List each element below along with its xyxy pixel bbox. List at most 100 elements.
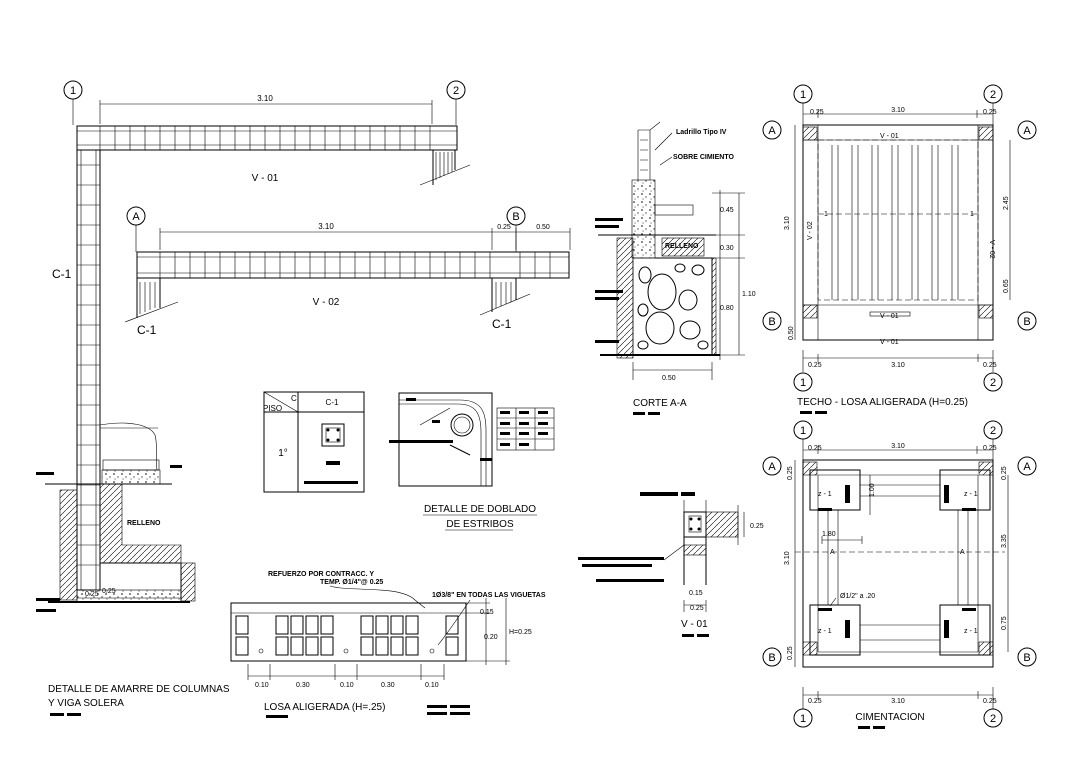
footing-label: z - 1 xyxy=(818,491,832,498)
grid-label: 2 xyxy=(990,713,996,725)
section-mark: A xyxy=(830,549,835,556)
grid-label: B xyxy=(1023,316,1030,328)
section-mark: 1 xyxy=(824,211,828,218)
section-mark: A xyxy=(960,549,965,556)
roof-outline xyxy=(802,124,994,341)
grid-bubble-A-elev: A xyxy=(126,206,146,252)
dim-label: 0.10 xyxy=(255,682,269,689)
dim-label: 0.25 xyxy=(85,591,99,598)
grid-label: B xyxy=(512,211,519,223)
grid-bubble-2-roof: 2 xyxy=(983,84,1003,104)
slab-note-1: REFUERZO POR CONTRACC. Y xyxy=(268,571,374,578)
dim-label: 0.25 xyxy=(690,605,704,612)
beam-v02 xyxy=(136,251,570,279)
dim-label: 0.25 xyxy=(983,362,997,369)
dim-label: 3.10 xyxy=(318,222,334,231)
dim-label: 2.45 xyxy=(1003,196,1010,210)
footing-z1-top-right: z - 1 xyxy=(939,469,991,511)
foundation-plan-title: CIMENTACION xyxy=(855,712,924,723)
grid-bubble-1-roof-bottom: 1 xyxy=(793,372,813,392)
grid-label: 1 xyxy=(800,425,806,437)
grid-bubble-2-fdn: 2 xyxy=(983,420,1003,440)
dim-label: 3.10 xyxy=(891,362,905,369)
dim-label: 3.35 xyxy=(1001,534,1008,548)
beam-v02-label: V - 02 xyxy=(313,297,340,308)
dim-label: 0.75 xyxy=(1001,616,1008,630)
beam-section-title: V - 01 xyxy=(681,619,708,630)
grid-bubble-B-fdn-left: B xyxy=(762,647,782,667)
beam-column-elevation: 1 2 3.10 V - 01 C-1 xyxy=(36,80,571,716)
dim-label: 0.50 xyxy=(662,375,676,382)
dim-label: 0.30 xyxy=(720,245,734,252)
elevation-title-1: DETALLE DE AMARRE DE COLUMNAS xyxy=(48,684,230,695)
grid-bubble-2-fdn-bottom: 2 xyxy=(983,708,1003,728)
dim-label: 0.25 xyxy=(1001,466,1008,480)
roof-beam-label: V - 01 xyxy=(880,133,899,140)
column-schedule-table: C PISO C-1 1° xyxy=(263,391,365,493)
earth-right xyxy=(99,483,182,564)
dim-label: 0.25 xyxy=(983,445,997,452)
grid-label: 1 xyxy=(70,85,76,97)
dim-label: 0.25 xyxy=(808,698,822,705)
stirrup-bending-detail: DETALLE DE DOBLADO DE ESTRIBOS xyxy=(389,392,555,531)
rebar-note: Ø1/2" a .20 xyxy=(840,593,875,600)
grid-label: A xyxy=(768,125,776,137)
foundation-plan: 1 2 A A B B 1 2 0.25 xyxy=(762,420,1037,729)
dim-label: 0.65 xyxy=(1003,279,1010,293)
foundation-outline xyxy=(802,459,994,668)
fill-label: RELLENO xyxy=(127,520,161,527)
grid-bubble-A-fdn-right: A xyxy=(1017,456,1037,476)
dim-label: 3.10 xyxy=(257,94,273,103)
column-label: C-1 xyxy=(492,317,512,331)
grid-bubble-1-roof: 1 xyxy=(793,84,813,104)
grid-label: 1 xyxy=(800,377,806,389)
column-section-drawing xyxy=(321,423,345,447)
dim-label: 3.10 xyxy=(784,551,791,565)
fill-aa xyxy=(661,237,705,257)
dim-label: 0.10 xyxy=(425,682,439,689)
grid-label: B xyxy=(1023,652,1030,664)
dim-label: 3.10 xyxy=(891,698,905,705)
roof-plan-title: TECHO - LOSA ALIGERADA (H=0.25) xyxy=(797,397,968,408)
dim-label: 3.10 xyxy=(891,443,905,450)
earth-left-aa xyxy=(616,237,634,359)
grid-label: A xyxy=(768,461,776,473)
table-row-piso: 1° xyxy=(278,448,288,459)
grid-bubble-A-fdn-left: A xyxy=(762,456,782,476)
grid-bubble-B-roof-left: B xyxy=(762,311,782,331)
roof-joists xyxy=(818,145,978,300)
roof-beam-label: V - 01 xyxy=(880,339,899,346)
column-label: C-1 xyxy=(137,323,157,337)
dim-label: 0.25 xyxy=(983,698,997,705)
roof-beam-label: V - 02 xyxy=(988,240,995,259)
slab-note-3: 1Ø3/8" EN TODAS LAS VIGUETAS xyxy=(432,592,546,599)
dim-label: 1.10 xyxy=(742,291,756,298)
slab-title: LOSA ALIGERADA (H=.25) xyxy=(264,702,385,713)
elevation-title-2: Y VIGA SOLERA xyxy=(48,698,124,709)
dim-label: 1.00 xyxy=(869,483,876,497)
stirrup-title-1: DETALLE DE DOBLADO xyxy=(424,504,536,515)
roof-slab-plan: 1 2 A A B B 1 2 0.25 xyxy=(762,84,1037,414)
dim-label: 0.25 xyxy=(102,588,116,595)
grid-bubble-B-fdn-right: B xyxy=(1017,647,1037,667)
grid-bubble-1-fdn: 1 xyxy=(793,420,813,440)
grid-label: 1 xyxy=(800,713,806,725)
table-header-col: C-1 xyxy=(326,398,339,407)
dim-label: 0.50 xyxy=(788,326,795,340)
column-label: C-1 xyxy=(52,267,72,281)
slab-outline xyxy=(230,602,467,662)
grid-label: 1 xyxy=(800,89,806,101)
slab-blocks xyxy=(235,615,459,656)
grid-bubble-1-fdn-bottom: 1 xyxy=(793,708,813,728)
grid-label: 2 xyxy=(990,425,996,437)
earth-right-lower xyxy=(180,562,196,602)
footing-z1-bottom-right: z - 1 xyxy=(939,604,991,656)
grid-bubble-A-roof-right: A xyxy=(1017,120,1037,140)
slab-section: REFUERZO POR CONTRACC. Y TEMP. Ø1/4"@ 0.… xyxy=(230,571,546,718)
roof-beam-label: V - 02 xyxy=(807,221,814,240)
grid-label: B xyxy=(768,652,775,664)
column-c1-left xyxy=(76,149,101,591)
sobrecimiento xyxy=(631,179,656,259)
dim-label: H=0.25 xyxy=(509,629,532,636)
